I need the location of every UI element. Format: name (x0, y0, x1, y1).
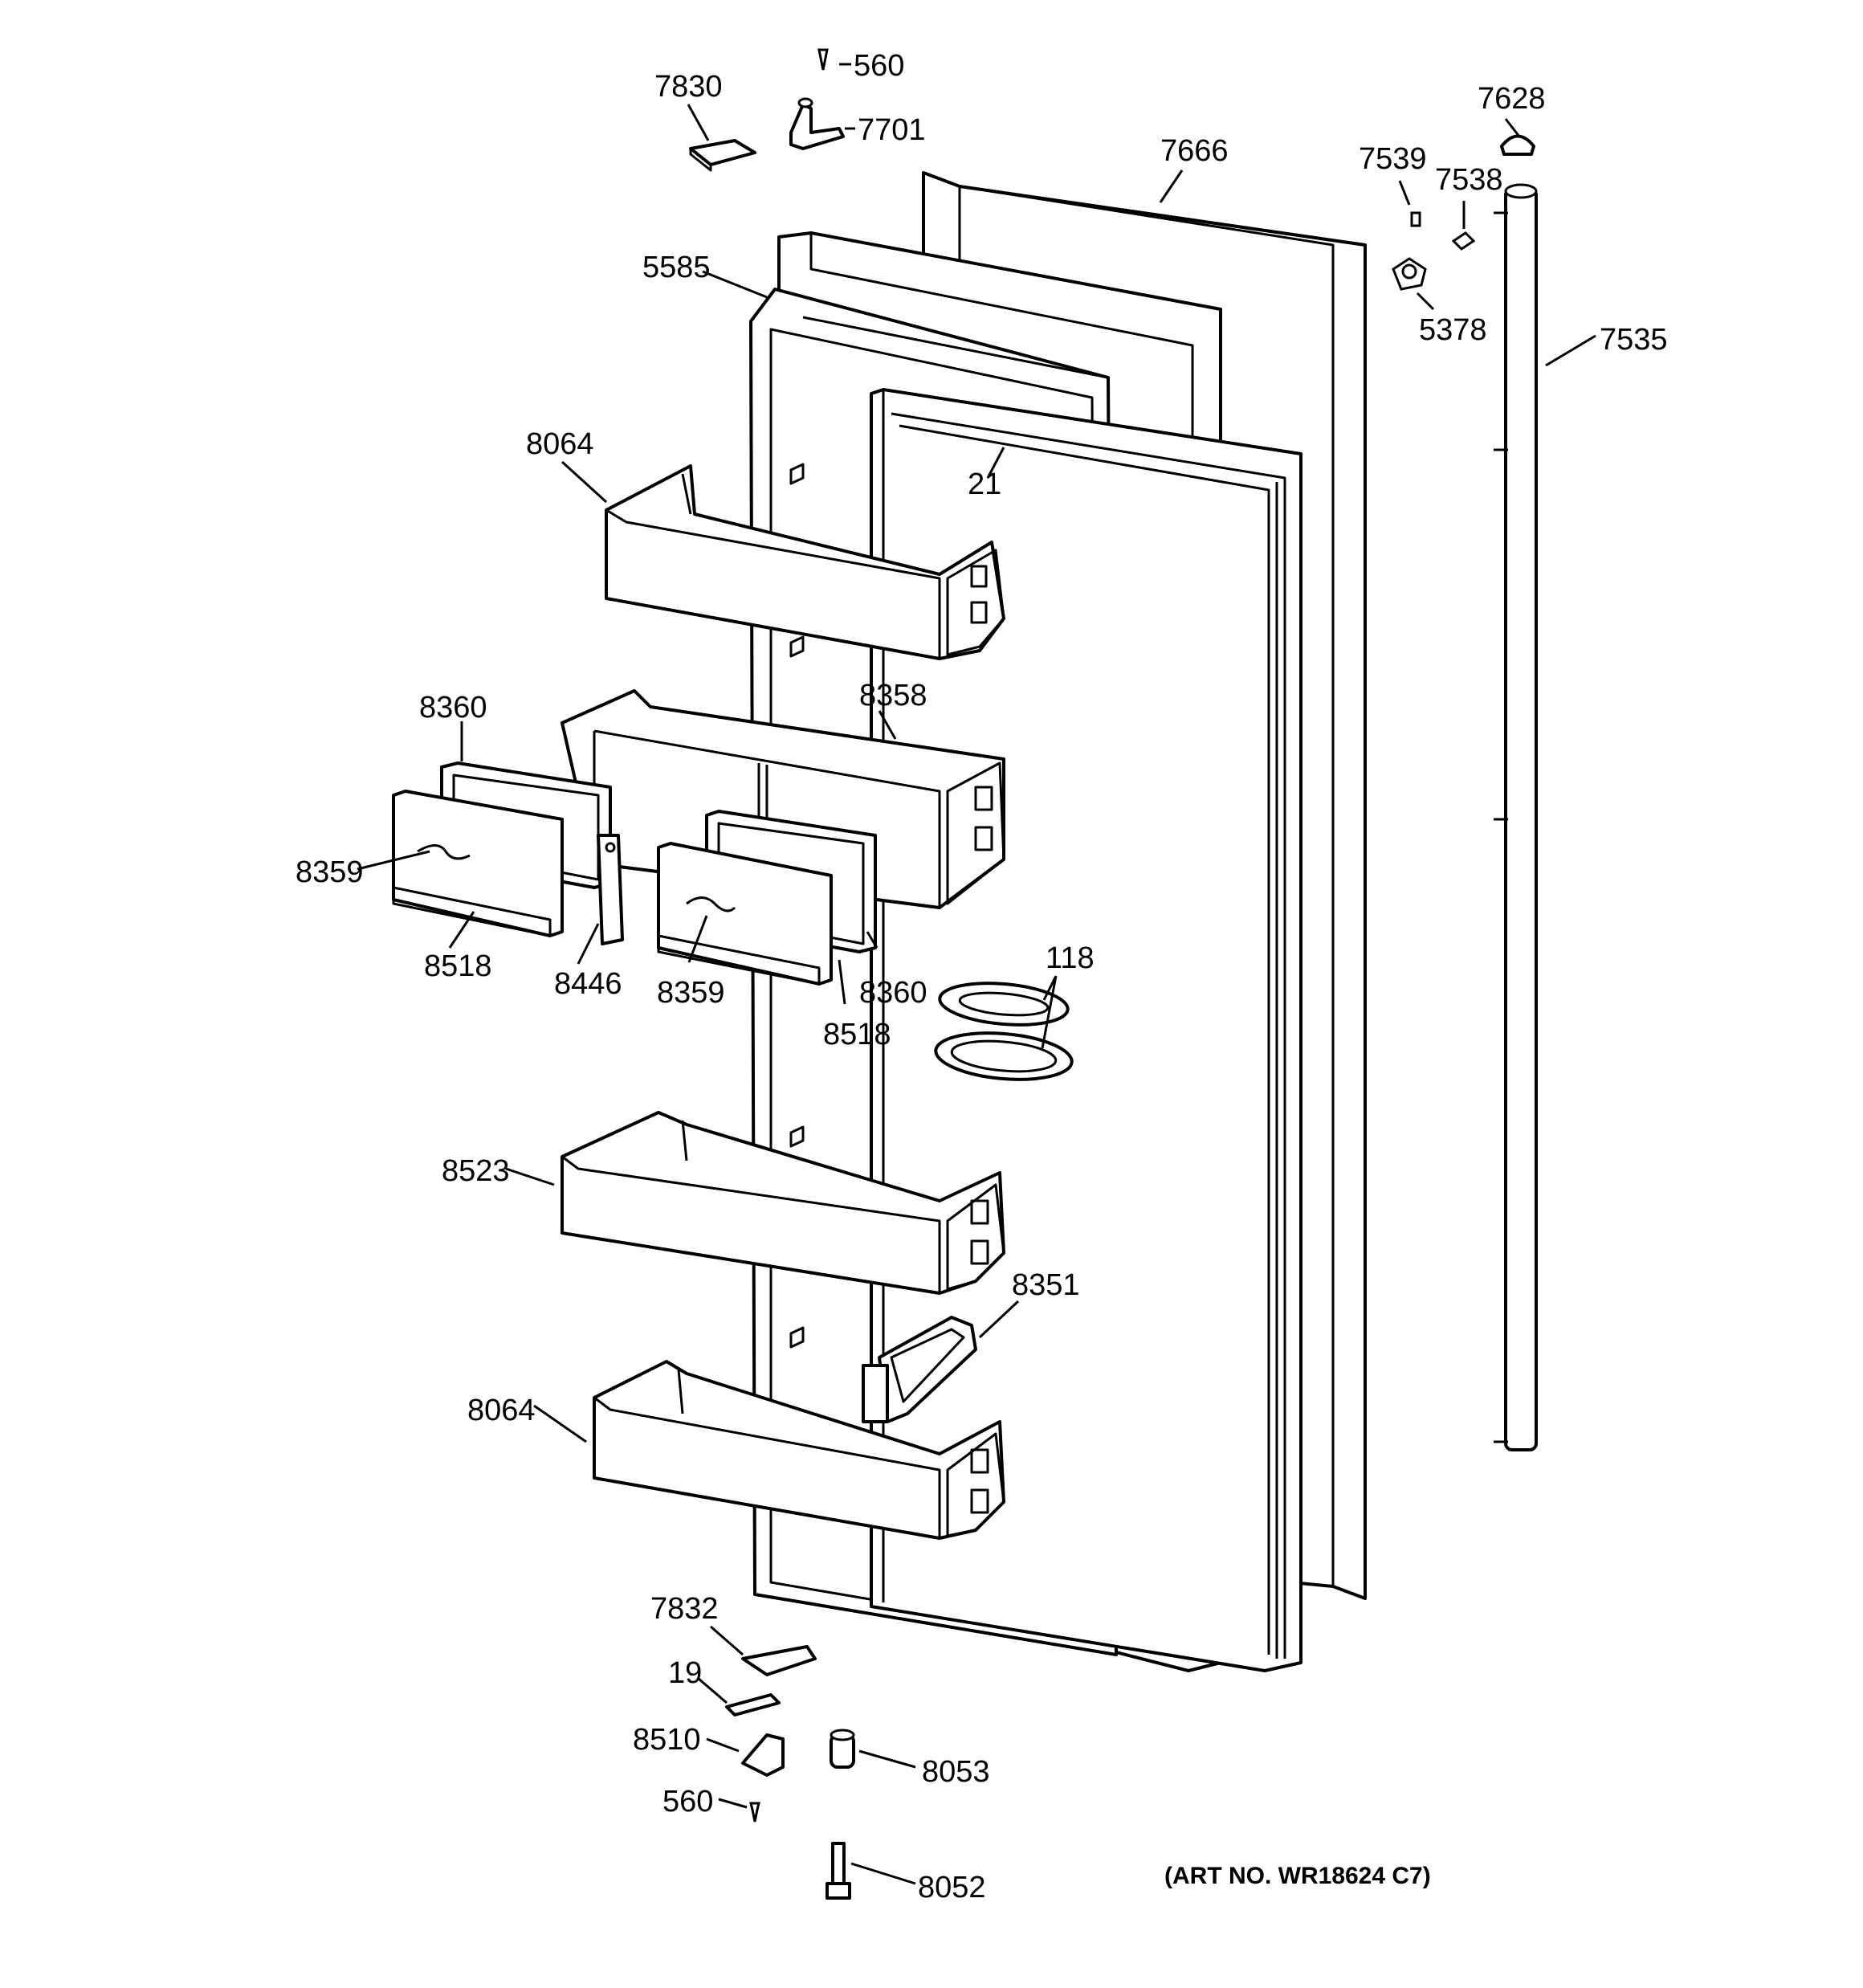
label-8360-right: 8360 (859, 976, 927, 1010)
butter-holder-8351 (862, 1316, 977, 1423)
label-7832: 7832 (650, 1592, 719, 1626)
dairy-door-8359-left (392, 790, 564, 937)
label-560-top: 560 (854, 49, 904, 83)
label-8064-top: 8064 (526, 427, 594, 461)
label-7628: 7628 (1478, 82, 1546, 116)
door-bin-8523 (561, 1111, 1005, 1295)
label-5585: 5585 (642, 251, 711, 284)
label-19: 19 (668, 1656, 702, 1690)
label-8359-mid: 8359 (657, 976, 725, 1010)
label-8064-bottom: 8064 (467, 1394, 536, 1427)
bushing-8053 (830, 1729, 855, 1769)
label-8351: 8351 (1012, 1268, 1080, 1302)
label-8518-right: 8518 (823, 1018, 891, 1051)
label-8053: 8053 (922, 1755, 990, 1789)
hinge-shim-19 (725, 1693, 781, 1717)
label-560-bottom: 560 (662, 1785, 713, 1819)
label-7701: 7701 (858, 113, 926, 147)
screw-560-top (817, 48, 829, 71)
hardware-7539 (1410, 211, 1421, 227)
cap-7628 (1500, 134, 1535, 156)
screw-7538 (1451, 231, 1476, 251)
label-118: 118 (1046, 941, 1095, 975)
label-8523: 8523 (442, 1154, 510, 1188)
handle-rod-7535 (1494, 183, 1538, 1451)
top-hinge-7701 (789, 97, 845, 150)
art-number: (ART NO. WR18624 C7) (1164, 1863, 1431, 1889)
divider-8446 (597, 834, 624, 945)
egg-tray-118 (934, 982, 1074, 1081)
hinge-shim-7832 (741, 1645, 817, 1676)
door-gasket-21 (870, 388, 1302, 1672)
label-7830: 7830 (654, 70, 723, 104)
label-21: 21 (968, 467, 1001, 501)
dairy-door-8359-right (657, 842, 833, 986)
label-8359-left: 8359 (296, 855, 364, 889)
label-8510: 8510 (633, 1723, 701, 1757)
door-bin-8064-top (605, 464, 1005, 660)
label-7666: 7666 (1160, 134, 1229, 168)
hinge-shim-7830 (689, 139, 756, 172)
label-8052: 8052 (918, 1871, 986, 1904)
label-8358: 8358 (859, 679, 927, 712)
label-8518-left: 8518 (424, 949, 492, 983)
screw-560-bottom (749, 1802, 760, 1823)
label-7535: 7535 (1600, 323, 1668, 357)
leader-lines (357, 63, 1596, 1885)
bottom-hinge-8510 (741, 1733, 785, 1777)
bolt-8052 (826, 1842, 851, 1900)
part-labels: 560 7830 7701 7628 7666 7539 7538 5585 5… (296, 49, 1668, 1904)
label-8446: 8446 (554, 967, 622, 1001)
label-8360-left: 8360 (419, 691, 487, 725)
label-7538: 7538 (1435, 163, 1503, 197)
hinge-bushing-5378 (1392, 257, 1427, 291)
label-5378: 5378 (1419, 313, 1487, 347)
door-bin-8064-bottom (593, 1360, 1005, 1540)
label-7539: 7539 (1359, 142, 1427, 176)
